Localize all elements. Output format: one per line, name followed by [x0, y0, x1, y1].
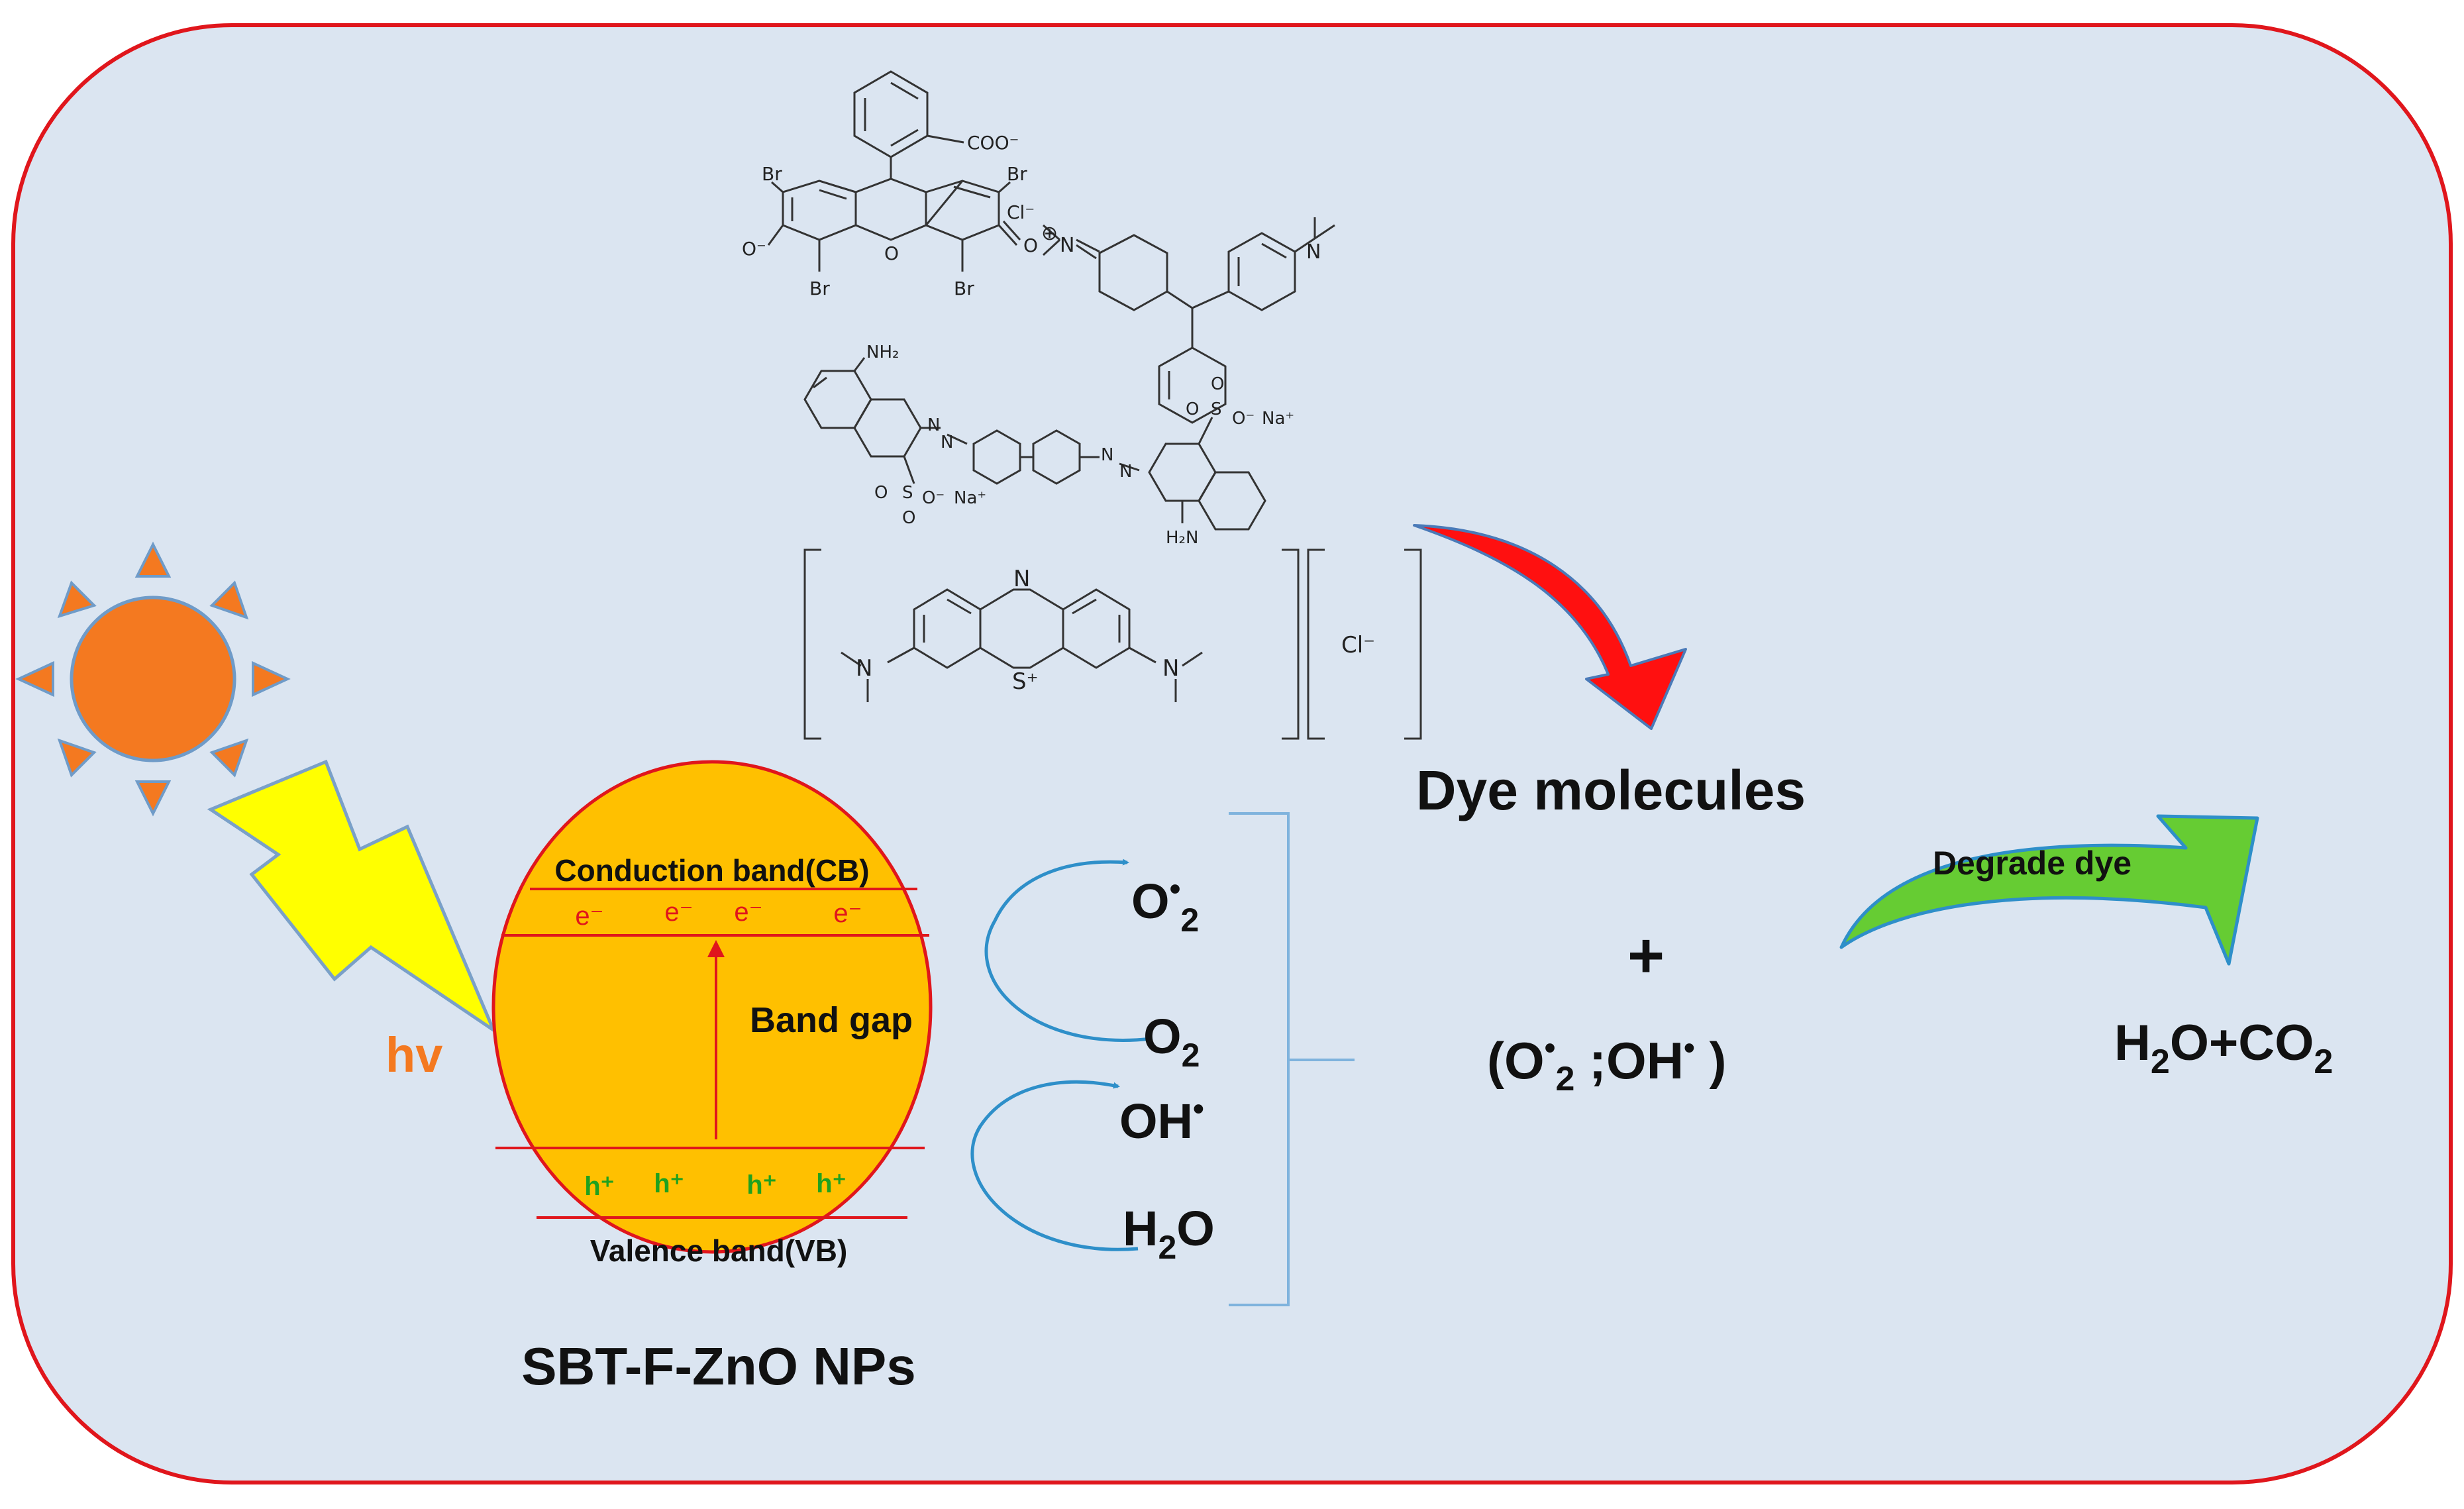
- svg-text:N: N: [927, 415, 940, 435]
- svg-text:O: O: [1211, 374, 1224, 394]
- svg-text:COO⁻: COO⁻: [967, 132, 1019, 154]
- svg-text:N: N: [1119, 462, 1132, 482]
- eosin-y-structure-icon: [767, 70, 1021, 272]
- degrade-arrow: [1839, 814, 2259, 966]
- svg-text:O: O: [874, 483, 888, 503]
- svg-text:S: S: [902, 483, 913, 503]
- hole: h⁺: [816, 1169, 847, 1198]
- svg-text:S⁺: S⁺: [1012, 668, 1039, 695]
- nanoparticle: [491, 760, 933, 1254]
- radicals-label: (O•2 ;OH• ): [1487, 1031, 1727, 1098]
- congo-red-structure-icon: [803, 357, 1266, 531]
- electron: e⁻: [734, 898, 762, 927]
- panel-background: [11, 23, 2453, 1484]
- oxygen-cycle-arrow: [984, 859, 1152, 1042]
- hydroxyl-label: OH•: [1119, 1092, 1204, 1149]
- svg-text:O⁻: O⁻: [742, 238, 766, 260]
- hv-label: hv: [385, 1027, 442, 1082]
- svg-text:Br: Br: [762, 163, 782, 185]
- sun-icon: [15, 541, 291, 817]
- degrade-label: Degrade dye: [1933, 845, 2131, 882]
- svg-text:N: N: [856, 655, 872, 682]
- svg-text:⊕: ⊕: [1041, 222, 1058, 245]
- svg-text:N: N: [1060, 234, 1074, 257]
- svg-text:Cl⁻: Cl⁻: [1007, 201, 1035, 223]
- svg-text:NH₂: NH₂: [866, 342, 899, 362]
- plus-sign: +: [1627, 920, 1665, 991]
- electron: e⁻: [664, 898, 693, 927]
- particle-name: SBT-F-ZnO NPs: [521, 1337, 916, 1396]
- svg-text:N: N: [1162, 655, 1179, 682]
- band-gap-label: Band gap: [750, 1000, 913, 1040]
- electrons: e⁻ e⁻ e⁻ e⁻: [575, 898, 862, 931]
- electron: e⁻: [575, 902, 603, 931]
- hole: h⁺: [584, 1172, 615, 1201]
- svg-text:N: N: [941, 433, 953, 452]
- svg-text:Br: Br: [954, 278, 974, 299]
- svg-text:Br: Br: [809, 278, 830, 299]
- dye-arrow: [1413, 524, 1687, 730]
- water-label: H2O: [1123, 1201, 1215, 1266]
- svg-text:O: O: [1023, 234, 1038, 256]
- oxygen-label: O2: [1143, 1009, 1200, 1074]
- superoxide-label: O•2: [1131, 872, 1199, 939]
- eosin-y-labels: COO⁻ Br Br Br Br O⁻ O O Cl⁻: [742, 132, 1038, 299]
- svg-text:Na⁺: Na⁺: [1262, 409, 1294, 429]
- hole: h⁺: [654, 1169, 684, 1198]
- lightning-bolt-icon: [207, 759, 497, 1035]
- species-bracket: [1229, 812, 1355, 1306]
- svg-text:O: O: [884, 242, 899, 264]
- svg-text:H₂N: H₂N: [1166, 528, 1198, 548]
- water-cycle-arrow: [970, 1080, 1139, 1251]
- svg-text:Na⁺: Na⁺: [954, 488, 986, 508]
- svg-text:O⁻: O⁻: [1232, 409, 1255, 429]
- electron: e⁻: [833, 899, 862, 928]
- svg-text:Br: Br: [1007, 163, 1027, 185]
- products-label: H2O+CO2: [2114, 1015, 2333, 1081]
- valence-band-label: Valence band(VB): [590, 1233, 848, 1268]
- band-lines: [495, 888, 929, 1219]
- dye-molecules-label: Dye molecules: [1416, 759, 1806, 821]
- methylene-blue-labels: N S⁺ N N Cl⁻: [856, 566, 1375, 695]
- svg-text:N: N: [1101, 445, 1113, 465]
- svg-text:Cl⁻: Cl⁻: [1341, 632, 1375, 658]
- svg-text:N: N: [1306, 240, 1321, 264]
- svg-text:N: N: [1013, 566, 1030, 592]
- conduction-band-label: Conduction band(CB): [554, 853, 869, 888]
- crystal-violet-labels: ⊕ N N: [1041, 222, 1321, 264]
- hole: h⁺: [746, 1171, 777, 1200]
- holes: h⁺ h⁺ h⁺ h⁺: [584, 1169, 847, 1201]
- congo-red-labels: NH₂ H₂N N N N N S S O O O O O⁻ O⁻ Na⁺ Na…: [866, 342, 1294, 548]
- methylene-blue-structure-icon: [803, 548, 1422, 740]
- svg-text:O: O: [902, 508, 915, 528]
- crystal-violet-structure-icon: [1042, 217, 1335, 424]
- svg-text:S: S: [1211, 399, 1222, 419]
- svg-text:O⁻: O⁻: [922, 488, 945, 508]
- svg-text:O: O: [1186, 399, 1199, 419]
